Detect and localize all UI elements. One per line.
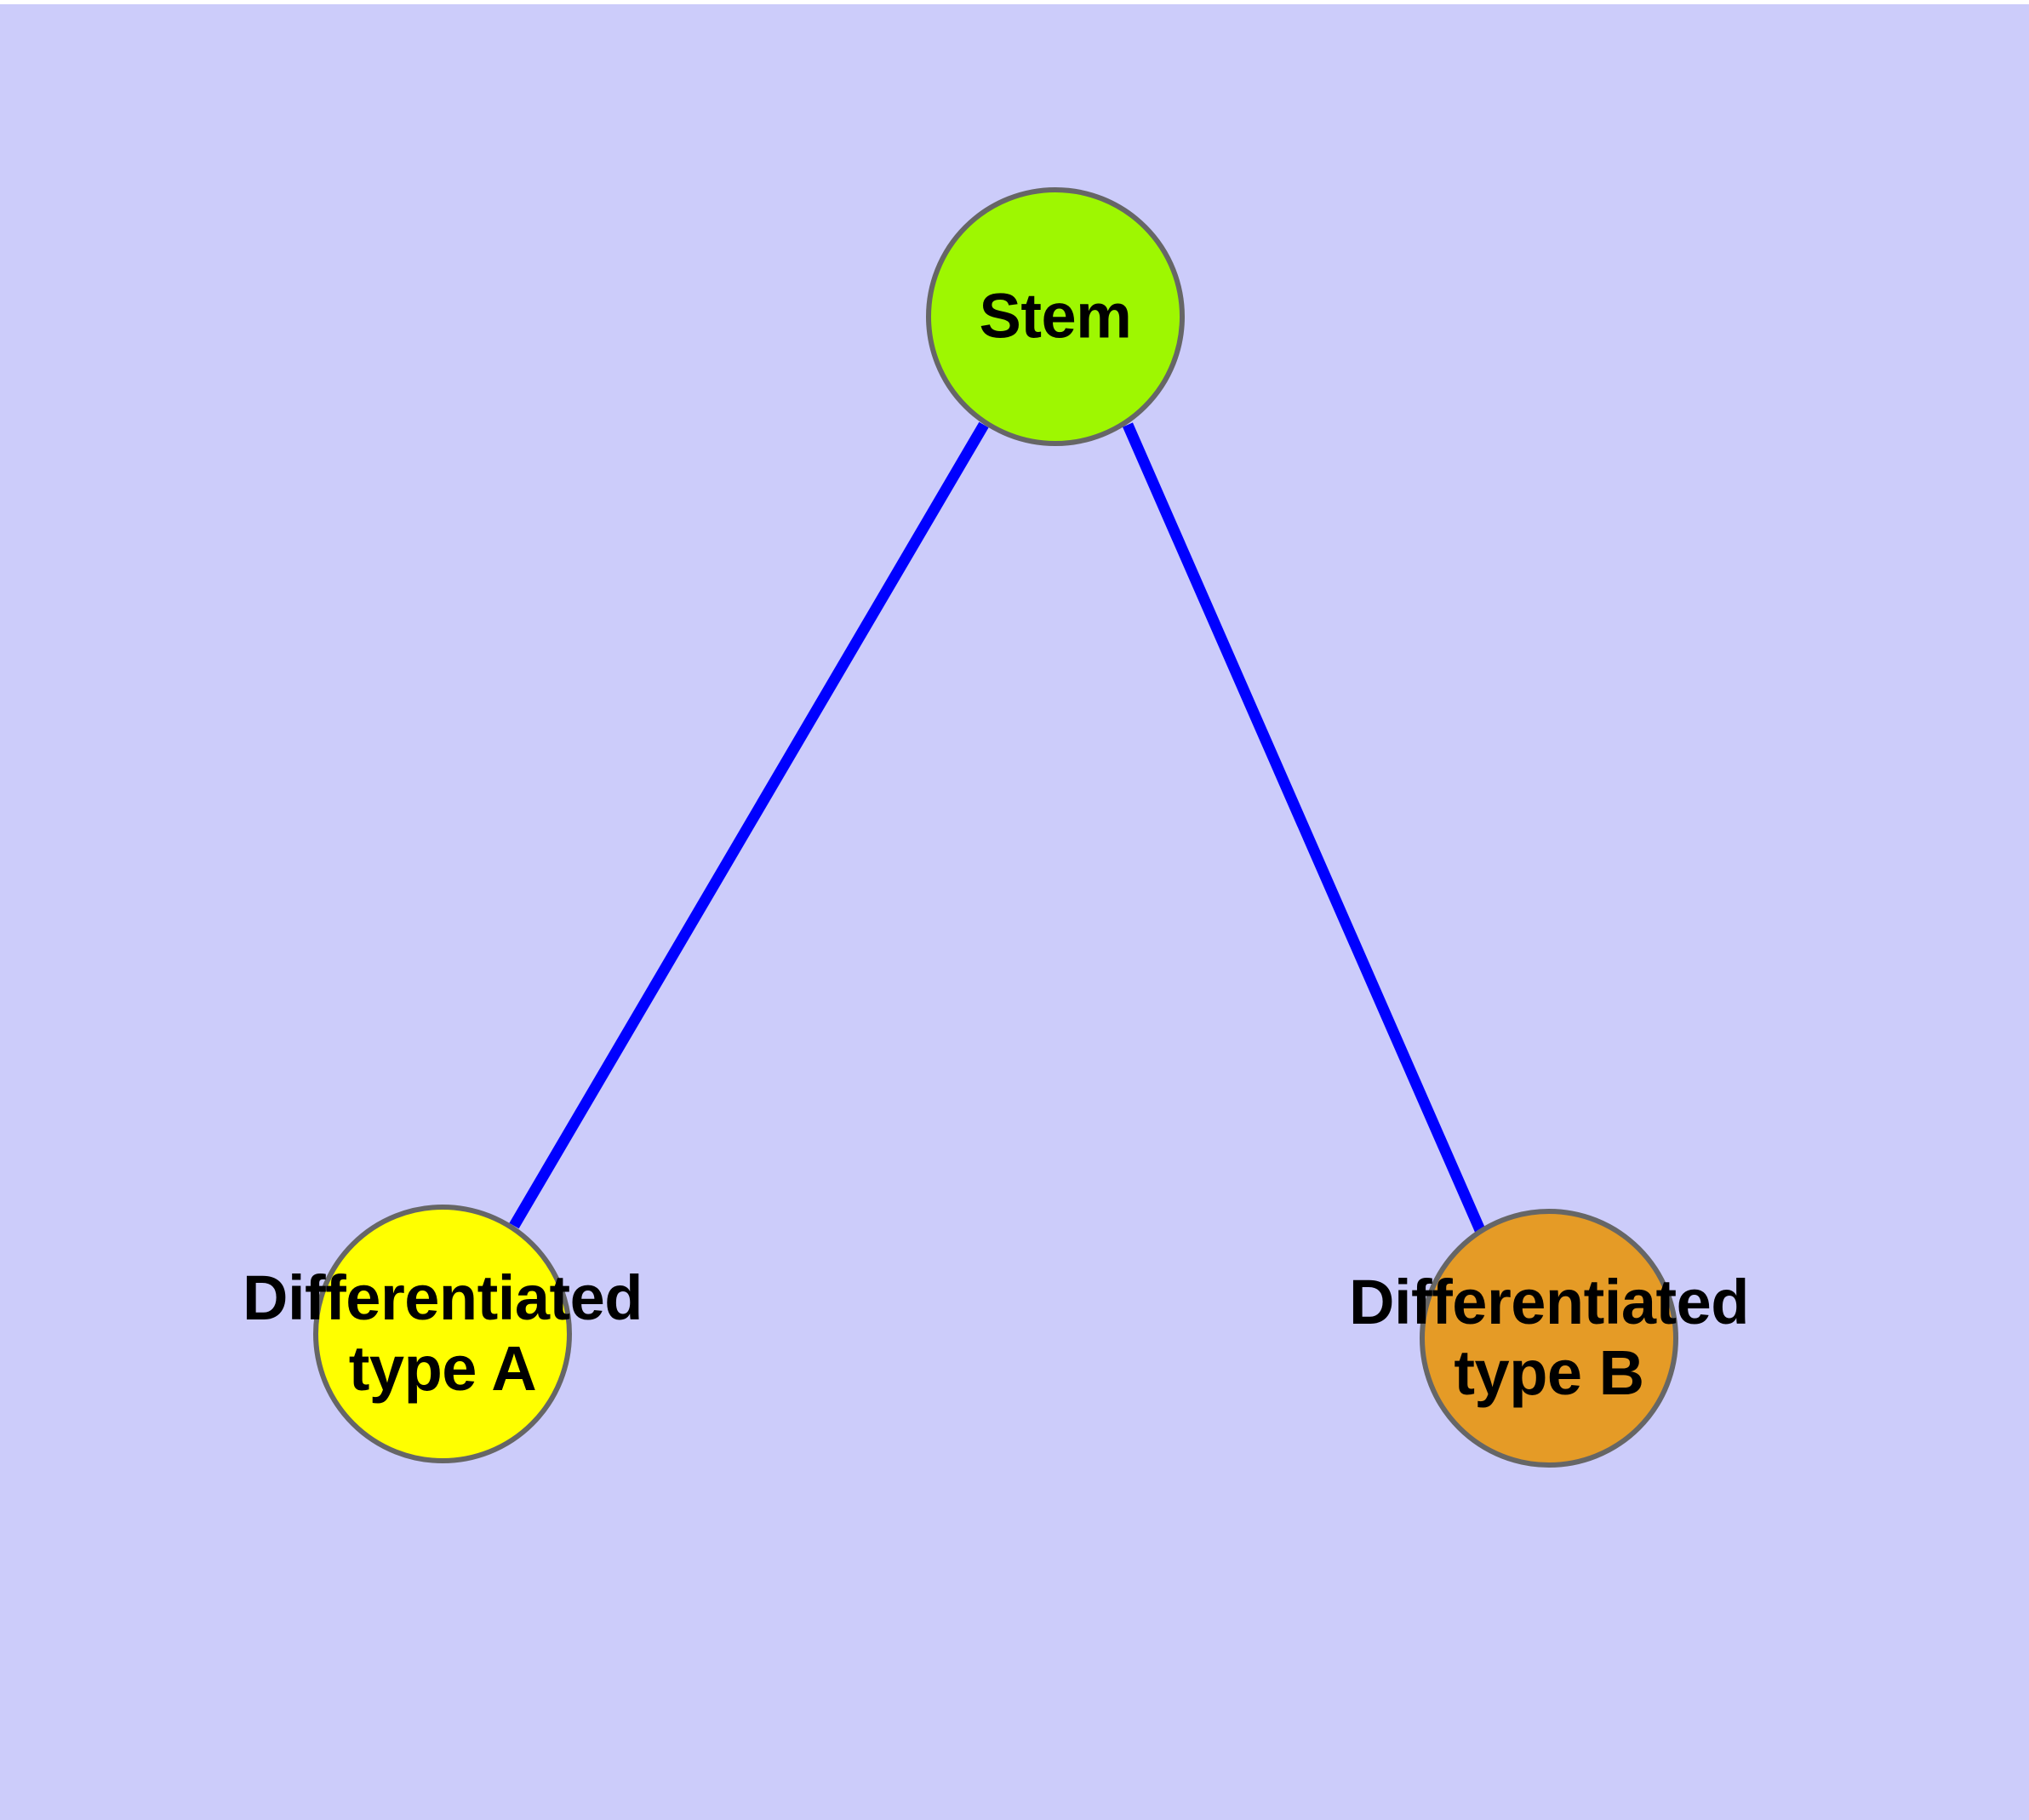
edge-stem-to-diff-b	[1123, 422, 1485, 1233]
node-stem[interactable]: Stem	[926, 187, 1185, 446]
node-differentiated-type-b[interactable]: Differentiated type B	[1349, 1209, 1749, 1468]
node-differentiated-type-b-label: Differentiated type B	[1349, 1267, 1749, 1408]
node-stem-label: Stem	[979, 280, 1132, 352]
node-differentiated-type-a[interactable]: Differentiated type A	[243, 1205, 643, 1463]
edge-stem-to-diff-a	[509, 421, 989, 1229]
node-differentiated-type-a-label: Differentiated type A	[243, 1262, 643, 1404]
